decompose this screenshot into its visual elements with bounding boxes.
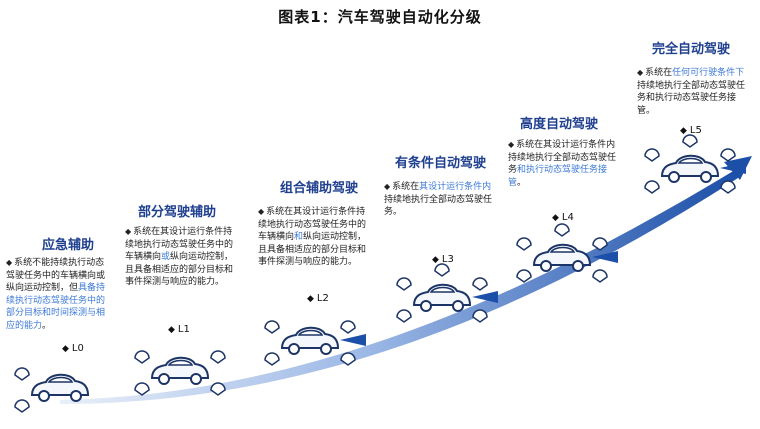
stage-description-l3: ◆系统在其设计运行条件内持续地执行全部动态驾驶任务。 bbox=[384, 181, 494, 219]
diamond-icon: ◆ bbox=[508, 140, 515, 149]
description-text: 纵向运动控制，且具备相适应的部分目标和事件探测与响应的能力。 bbox=[258, 232, 367, 267]
description-text: 系统在其设计运行条件持续地执行动态驾驶任务中的车辆横向 bbox=[125, 227, 234, 262]
stage-description-l1: ◆系统在其设计运行条件持续地执行动态驾驶任务中的车辆横向或纵向运动控制，且具备相… bbox=[125, 226, 235, 289]
diamond-icon: ◆ bbox=[6, 258, 13, 267]
level-label-l3: ◆L3 bbox=[432, 254, 454, 265]
diamond-icon: ◆ bbox=[432, 255, 439, 265]
diamond-icon: ◆ bbox=[384, 182, 391, 191]
level-code: L2 bbox=[316, 293, 329, 304]
diamond-icon: ◆ bbox=[62, 344, 69, 354]
car-icon bbox=[134, 350, 226, 396]
stage-title-l0: 应急辅助 bbox=[42, 238, 95, 253]
description-text: 持续地执行全部动态驾驶任务和执行动态驾驶任务接管。 bbox=[637, 80, 746, 116]
stage-description-l4: ◆系统在其设计运行条件内持续地执行全部动态驾驶任务和执行动态驾驶任务接管。 bbox=[508, 139, 620, 189]
level-label-l5: ◆L5 bbox=[680, 125, 702, 136]
stage-title-l3: 有条件自动驾驶 bbox=[395, 156, 487, 171]
level-code: L3 bbox=[441, 254, 454, 265]
car-icon bbox=[264, 320, 366, 366]
level-label-l0: ◆L0 bbox=[62, 343, 84, 354]
car-icon bbox=[14, 367, 90, 413]
description-text: 。 bbox=[517, 177, 527, 188]
level-code: L1 bbox=[177, 324, 190, 335]
description-highlight: 和执行动态驾驶任务接管 bbox=[508, 165, 608, 188]
diamond-icon: ◆ bbox=[307, 294, 314, 304]
stage-description-l5: ◆系统在任何可行驶条件下持续地执行全部动态驾驶任务和执行动态驾驶任务接管。 bbox=[637, 67, 749, 117]
diamond-icon: ◆ bbox=[637, 68, 644, 77]
description-text: 系统在 bbox=[645, 68, 673, 78]
level-label-l2: ◆L2 bbox=[307, 293, 329, 304]
stage-description-l2: ◆系统在其设计运行条件持续地执行动态驾驶任务中的车辆横向和纵向运动控制，且具备相… bbox=[258, 206, 370, 269]
level-code: L4 bbox=[561, 212, 574, 223]
description-text: 系统在其设计运行条件内持续地执行全部动态驾驶任务 bbox=[508, 140, 617, 175]
car-icon bbox=[644, 134, 746, 194]
diamond-icon: ◆ bbox=[258, 207, 265, 216]
description-text: 系统在其设计运行条件持续地执行动态驾驶任务中的车辆横向 bbox=[258, 207, 367, 242]
description-highlight: 或 bbox=[161, 252, 171, 262]
car-icon bbox=[396, 263, 498, 323]
car-icon bbox=[516, 223, 618, 283]
level-label-l4: ◆L4 bbox=[552, 212, 574, 223]
description-text: 。 bbox=[42, 320, 52, 331]
description-highlight: 和 bbox=[294, 232, 304, 242]
page-title: 图表1：汽车驾驶自动化分级 bbox=[278, 8, 482, 26]
stage-title-l5: 完全自动驾驶 bbox=[652, 42, 731, 57]
stage-title-l1: 部分驾驶辅助 bbox=[138, 205, 217, 220]
stage-title-l4: 高度自动驾驶 bbox=[520, 117, 599, 132]
stage-description-l0: ◆系统不能持续执行动态驾驶任务中的车辆横向或纵向运动控制，但具备持续执行动态驾驶… bbox=[6, 257, 108, 332]
description-highlight: 任何可行驶条件下 bbox=[672, 68, 745, 78]
stage-title-l2: 组合辅助驾驶 bbox=[280, 181, 359, 196]
description-text: 系统不能持续执行动态驾驶任务中的车辆横向或纵向运动控制，但 bbox=[6, 258, 106, 293]
diamond-icon: ◆ bbox=[168, 325, 175, 335]
diamond-icon: ◆ bbox=[552, 213, 559, 223]
level-label-l1: ◆L1 bbox=[168, 324, 190, 335]
level-code: L0 bbox=[71, 343, 84, 354]
diamond-icon: ◆ bbox=[125, 227, 132, 236]
description-text: 纵向运动控制，且具备相适应的部分目标和事件探测与响应的能力。 bbox=[125, 252, 234, 287]
description-text: 系统在 bbox=[392, 182, 420, 192]
diamond-icon: ◆ bbox=[680, 126, 687, 136]
level-code: L5 bbox=[689, 125, 702, 136]
description-highlight: 具备持续执行动态驾驶任务中的部分目标和时间探测与相应的能力 bbox=[6, 283, 106, 331]
description-text: 持续地执行全部动态驾驶任务。 bbox=[384, 194, 493, 218]
description-highlight: 其设计运行条件内 bbox=[419, 182, 492, 192]
